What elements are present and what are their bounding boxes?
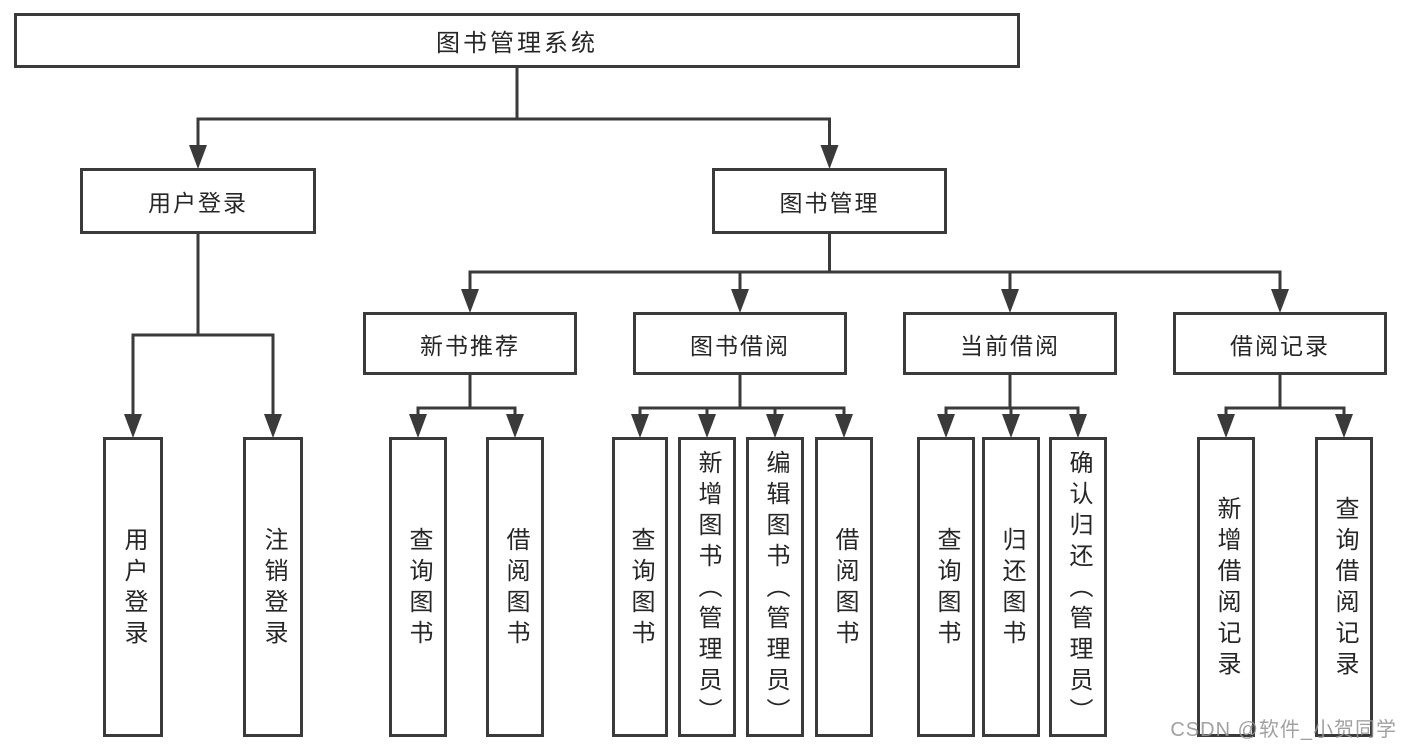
node-logout-leaf: 注销登录 — [243, 437, 303, 737]
node-library-management-system: 图书管理系统 — [14, 13, 1020, 68]
node-add-borrow-record: 新增借阅记录 — [1197, 437, 1255, 737]
node-return-books: 归还图书 — [982, 437, 1040, 737]
node-book-management: 图书管理 — [712, 168, 947, 234]
node-edit-books-admin: 编辑图书（管理员） — [746, 437, 804, 737]
node-book-borrowing: 图书借阅 — [633, 312, 847, 375]
node-new-book-recommendation: 新书推荐 — [363, 312, 577, 375]
node-query-borrow-record: 查询借阅记录 — [1315, 437, 1373, 737]
node-borrow-books-1: 借阅图书 — [486, 437, 544, 737]
node-query-books-3: 查询图书 — [917, 437, 975, 737]
node-user-login: 用户登录 — [80, 168, 316, 234]
node-confirm-return-admin: 确认归还（管理员） — [1049, 437, 1107, 737]
node-user-login-leaf: 用户登录 — [103, 437, 163, 737]
node-add-books-admin: 新增图书（管理员） — [678, 437, 736, 737]
node-query-books-1: 查询图书 — [389, 437, 447, 737]
node-query-books-2: 查询图书 — [612, 437, 668, 737]
node-borrowing-records: 借阅记录 — [1173, 312, 1387, 375]
node-borrow-books-2: 借阅图书 — [815, 437, 873, 737]
csdn-watermark: CSDN @软件_小贺同学 — [1170, 719, 1397, 741]
node-current-borrowing: 当前借阅 — [903, 312, 1117, 375]
